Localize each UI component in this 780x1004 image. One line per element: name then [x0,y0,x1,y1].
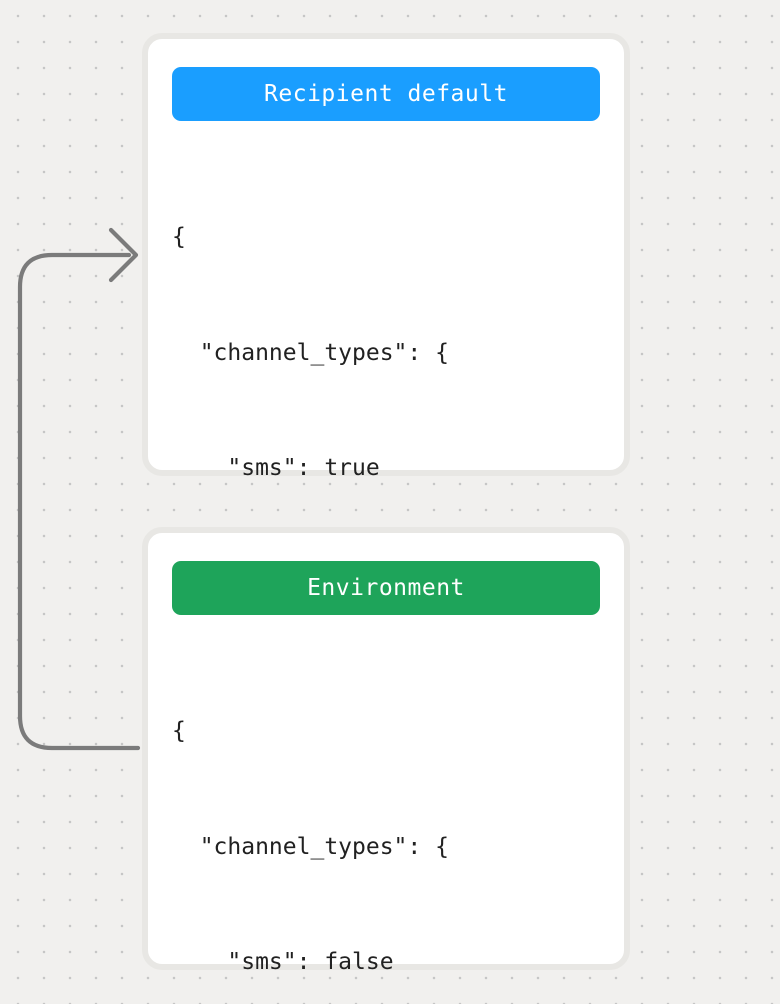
code-line: { [172,718,186,744]
code-line: "sms": true [172,455,380,481]
environment-badge: Environment [172,561,600,615]
card-recipient-default: Recipient default { "channel_types": { "… [142,33,630,943]
card-environment: Environment { "channel_types": { "sms": … [142,527,630,975]
code-line: "sms": false [172,949,394,975]
environment-json: { "channel_types": { "sms": false }, "ca… [172,635,600,1004]
code-line: { [172,224,186,250]
code-line: "channel_types": { [172,339,449,366]
recipient-default-badge: Recipient default [172,67,600,121]
arrow-path [17,252,141,751]
code-line: "channel_types": { [172,833,449,860]
environment-to-recipient-arrow [17,227,141,751]
arrow-head-icon [108,227,139,283]
